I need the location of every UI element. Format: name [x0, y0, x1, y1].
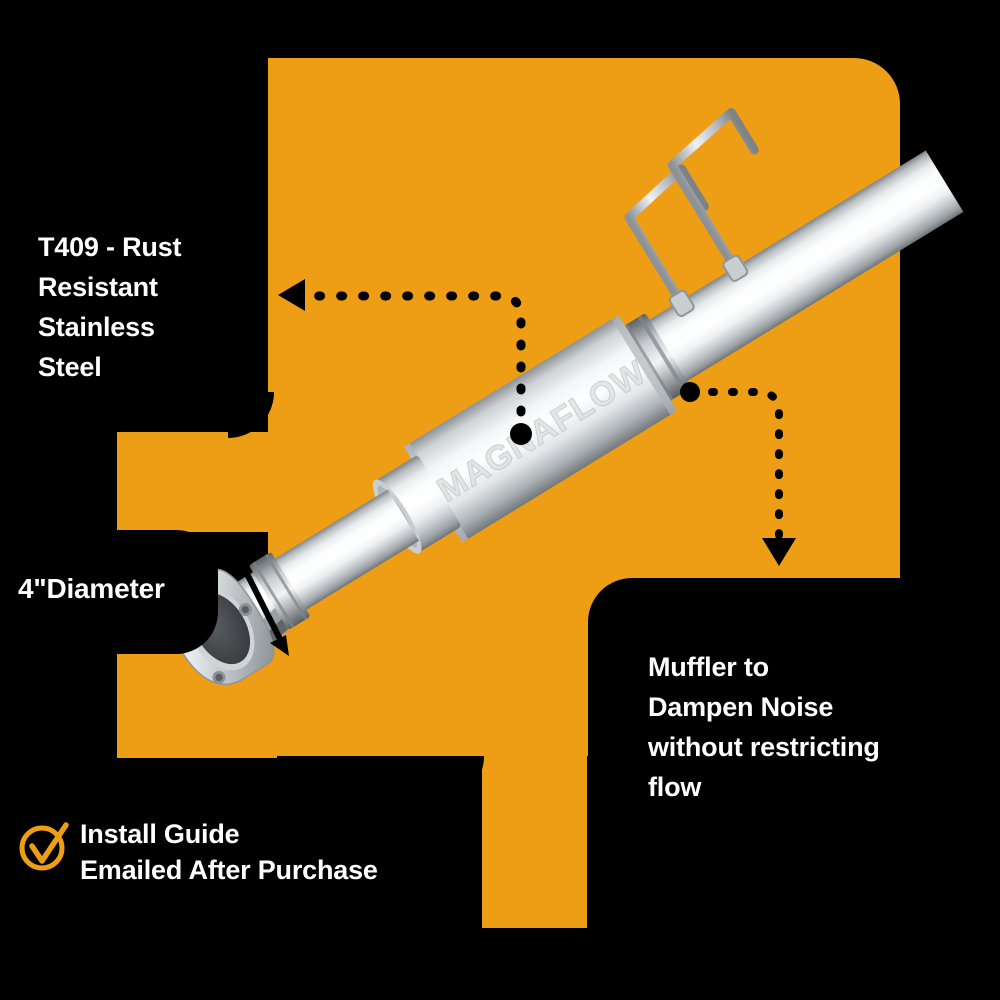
diameter-label-panel — [0, 530, 218, 654]
callout-text-muffler: Muffler to Dampen Noise without restrict… — [648, 648, 958, 808]
leader-material — [295, 291, 526, 439]
leader-material-dot — [510, 423, 532, 445]
footer-line-1: Install Guide — [80, 819, 240, 849]
check-circle-icon — [19, 822, 69, 871]
leader-diameter-arrowhead-bottom — [270, 635, 289, 656]
leader-muffler — [688, 388, 783, 546]
callout-muffler-line-4: flow — [648, 771, 702, 802]
callout-material-line-1: T409 - Rust — [38, 232, 182, 262]
footer-text-install-guide: Install Guide Emailed After Purchase — [80, 816, 480, 889]
footer-line-2: Emailed After Purchase — [80, 855, 378, 886]
callout-muffler-line-3: without restricting — [648, 731, 880, 762]
callout-material-line-3: Stainless — [38, 311, 155, 342]
callout-text-diameter: 4"Diameter — [18, 573, 165, 604]
callout-text-material: T409 - Rust Resistant Stainless Steel — [38, 228, 268, 388]
muffler-label-panel — [588, 578, 1000, 1000]
callout-material-line-2: Resistant — [38, 271, 158, 302]
leader-material-arrowhead — [278, 279, 305, 311]
leader-muffler-dot — [680, 382, 700, 402]
callout-muffler-line-2: Dampen Noise — [648, 691, 834, 722]
callout-material-line-4: Steel — [38, 351, 102, 382]
callout-muffler-line-1: Muffler to — [648, 652, 769, 682]
leader-diameter — [237, 557, 286, 648]
leader-diameter-arrowhead-top — [234, 550, 253, 571]
leader-muffler-arrowhead — [762, 538, 796, 566]
accent-panel-bottom-column — [482, 700, 587, 928]
